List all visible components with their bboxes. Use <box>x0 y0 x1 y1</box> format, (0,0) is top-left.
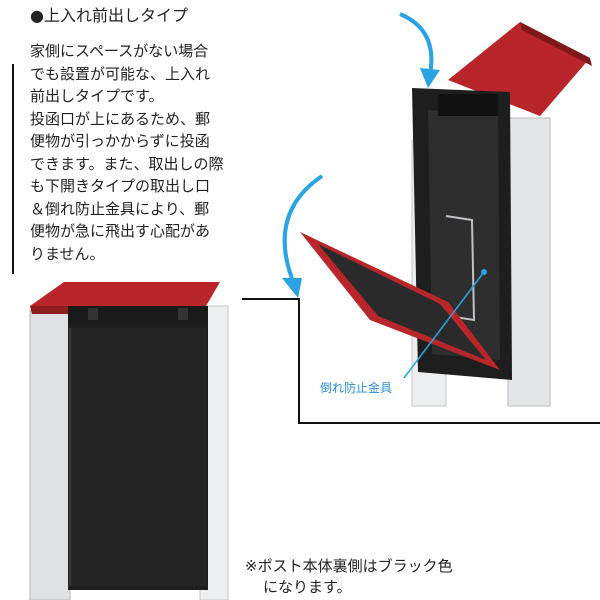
lid-closed <box>30 282 220 306</box>
description-line: 前出しタイプです。 <box>30 87 164 105</box>
description-line: 便物が引っかからずに投函 <box>30 132 210 150</box>
feature-heading: ●上入れ前出しタイプ <box>30 6 188 25</box>
top-bar <box>68 306 208 324</box>
note-line: ※ポスト本体裏側はブラック色 <box>245 557 453 575</box>
left-divider <box>12 64 14 274</box>
lid-edge <box>520 22 592 66</box>
description-line: 家側にスペースがない場合 <box>30 42 209 60</box>
detail-frame-top <box>242 298 300 300</box>
note-line: になります。 <box>263 578 352 596</box>
callout-pointer <box>403 271 485 379</box>
description-line: でも設置が可能な、上入れ <box>30 64 211 83</box>
fall-prevention-label: 倒れ防止金具 <box>320 381 393 395</box>
fall-prevention-bracket <box>445 215 476 322</box>
box-top-slot <box>438 94 498 116</box>
door-inner <box>318 244 486 360</box>
description-line: 投函口が上にあるため、郵 <box>30 109 211 128</box>
arrow-curve-open-icon <box>282 174 324 285</box>
hinge-left <box>88 308 98 320</box>
description-line: 便物が急に飛出す心配があ <box>30 222 211 240</box>
description-line: できます。また、取出しの際 <box>30 154 224 173</box>
box-face <box>70 328 206 586</box>
feature-description: 家側にスペースがない場合 でも設置が可能な、上入れ 前出しタイプです。 投函口が… <box>30 40 262 265</box>
hinge-right <box>178 308 188 320</box>
description-line: ＆倒れ防止金具により、郵 <box>30 199 210 218</box>
arrow-head-open <box>282 278 302 298</box>
description-line: も下開きタイプの取出し口 <box>30 177 211 195</box>
post-left <box>29 309 71 600</box>
detail-frame-left <box>298 298 300 424</box>
callout-dot <box>481 269 487 275</box>
arrow-curve-down-icon <box>399 12 434 75</box>
arrow-head-down <box>420 68 440 88</box>
box-inner <box>428 110 500 360</box>
description-line: りません。 <box>30 244 105 263</box>
back-color-note: ※ポスト本体裏側はブラック色 になります。 <box>245 556 453 598</box>
detail-frame-bottom <box>298 422 600 424</box>
